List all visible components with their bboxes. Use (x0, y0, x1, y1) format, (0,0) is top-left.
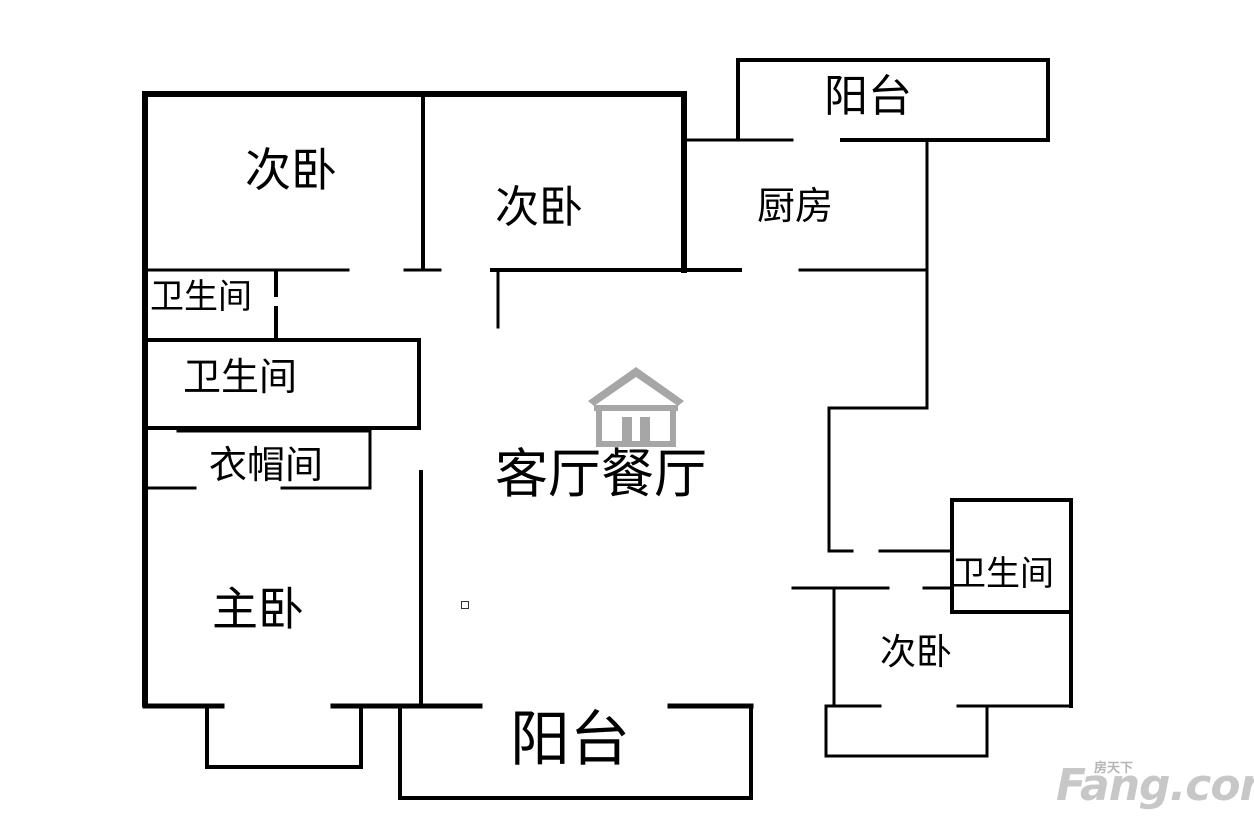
house-logo-icon (588, 367, 684, 447)
room-label-bedroom-nw: 次卧 (245, 143, 337, 197)
room-label-master-bedroom: 主卧 (212, 582, 304, 636)
small-square-marker (461, 601, 469, 609)
room-label-bathroom-mid: 卫生间 (183, 355, 298, 399)
room-label-cloakroom: 衣帽间 (209, 443, 324, 487)
room-label-bedroom-north: 次卧 (495, 182, 583, 233)
watermark-caption: 房天下 (1094, 761, 1134, 776)
room-label-bathroom-small: 卫生间 (150, 277, 252, 317)
room-label-living-dining: 客厅餐厅 (495, 444, 707, 505)
room-label-balcony-south: 阳台 (510, 705, 630, 775)
room-label-bedroom-se: 次卧 (880, 632, 953, 673)
room-label-kitchen: 厨房 (757, 184, 834, 228)
fang-watermark-logo: Fang.com (1056, 760, 1254, 811)
room-label-balcony-north: 阳台 (824, 71, 912, 122)
room-label-bathroom-east: 卫生间 (952, 554, 1054, 594)
